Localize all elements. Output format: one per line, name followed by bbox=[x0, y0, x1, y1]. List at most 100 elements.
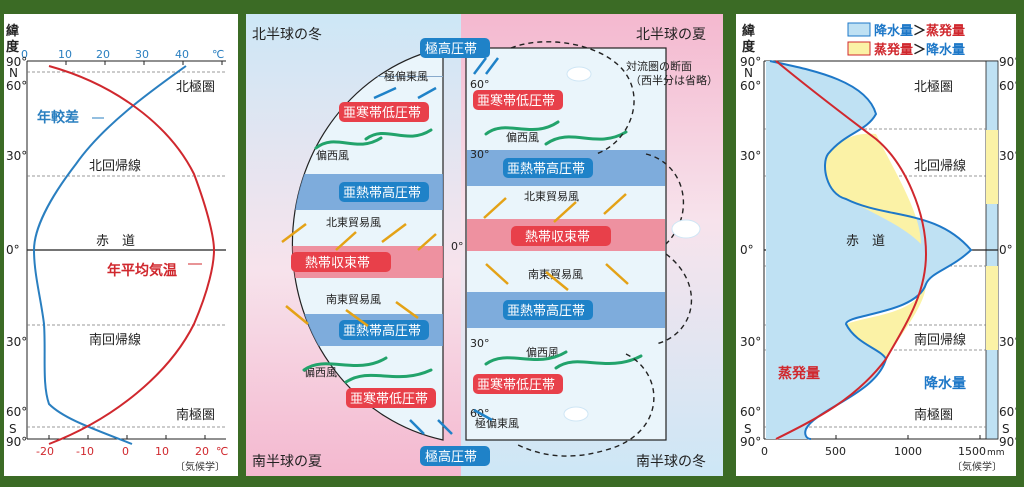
wind-polar-easterly-l: 極偏東風 bbox=[384, 69, 428, 83]
legend-swatch-precip bbox=[847, 22, 871, 37]
wind-ne-trade-r: 北東貿易風 bbox=[524, 190, 579, 203]
mid-lat-tick: 60° bbox=[470, 78, 490, 91]
top-unit: ℃ bbox=[212, 48, 224, 61]
belt-itcz-left: 熱帯収束帯 bbox=[305, 256, 370, 271]
belt-subtropical-high-l2: 亜熱帯高圧帯 bbox=[343, 323, 421, 339]
wind-westerly-r1: 偏西風 bbox=[506, 130, 539, 144]
bottom-tick: -20 bbox=[36, 445, 54, 458]
arctic-label: 北極圏 bbox=[176, 79, 215, 95]
lat-tick-l: 60° bbox=[740, 79, 761, 93]
belt-subpolar-low-l1: 亜寒帯低圧帯 bbox=[343, 105, 421, 121]
antarctic-label: 南極圏 bbox=[914, 407, 953, 423]
belt-subpolar-low-l2: 亜寒帯低圧帯 bbox=[350, 391, 428, 407]
equator-label: 赤 道 bbox=[96, 234, 135, 249]
wind-se-trade-r: 南東貿易風 bbox=[528, 268, 583, 281]
lat-tick-r: 0° bbox=[999, 243, 1013, 257]
lat-tick-s: S bbox=[744, 422, 752, 436]
bottom-tick: -10 bbox=[76, 445, 94, 458]
source-label: 〔気候学〕 bbox=[952, 460, 1002, 473]
belt-subpolar-low-r1: 亜寒帯低圧帯 bbox=[477, 93, 555, 109]
lat-title-1: 緯 bbox=[742, 23, 755, 39]
arctic-label: 北極圏 bbox=[914, 79, 953, 95]
top-tick: 30 bbox=[135, 48, 149, 61]
belt-subtropical-high-l1: 亜熱帯高圧帯 bbox=[343, 185, 421, 201]
lat-tick-l: 0° bbox=[740, 243, 754, 257]
lat-tick-r: 90° bbox=[999, 55, 1016, 69]
tropic-n-label: 北回帰線 bbox=[89, 158, 141, 174]
top-tick: 10 bbox=[58, 48, 72, 61]
lat-tick: 0° bbox=[6, 243, 20, 257]
sh-winter-title: 南半球の冬 bbox=[636, 454, 706, 470]
equator-label: 赤 道 bbox=[846, 234, 885, 249]
bottom-tick: 10 bbox=[155, 445, 169, 458]
belt-subtropical-high-r2: 亜熱帯高圧帯 bbox=[507, 303, 585, 319]
lat-tick-r: 90° bbox=[999, 435, 1016, 449]
temperature-panel: 緯 度 0 10 20 30 40 ℃ 90° N 60° 30° 0° 30°… bbox=[4, 14, 238, 476]
lat-tick-l: 90° bbox=[740, 55, 761, 69]
tropic-s-label: 南回帰線 bbox=[89, 332, 141, 348]
x-tick: 500 bbox=[825, 445, 846, 458]
tropic-n-label: 北回帰線 bbox=[914, 158, 966, 174]
evap-curve bbox=[775, 60, 928, 440]
x-unit: mm bbox=[987, 448, 1005, 458]
top-tick: 40 bbox=[175, 48, 189, 61]
belt-subpolar-low-r2: 亜寒帯低圧帯 bbox=[477, 377, 555, 393]
lat-tick-r: S bbox=[1002, 422, 1010, 436]
lat-tick: 60° bbox=[6, 79, 27, 93]
tropic-s-label: 南回帰線 bbox=[914, 332, 966, 348]
mid-lat-tick: 30° bbox=[470, 148, 490, 161]
mid-lat-tick: 30° bbox=[470, 337, 490, 350]
wind-se-trade-l: 南東貿易風 bbox=[326, 293, 381, 306]
source-label: 〔気候学〕 bbox=[175, 460, 225, 473]
x-tick: 1500 bbox=[958, 445, 986, 458]
legend-item-2: 蒸発量＞降水量 bbox=[874, 42, 965, 58]
lat-tick: 30° bbox=[6, 335, 27, 349]
wind-westerly-l1: 偏西風 bbox=[316, 148, 349, 162]
annual-range-curve bbox=[32, 65, 187, 445]
lat-tick-r: 30° bbox=[999, 335, 1016, 349]
mid-lat-tick: 0° bbox=[451, 240, 464, 253]
evap-label: 蒸発量 bbox=[778, 365, 820, 382]
annual-mean-label: 年平均気温 bbox=[107, 262, 177, 279]
bottom-unit: ℃ bbox=[216, 445, 228, 458]
lat-tick: S bbox=[9, 422, 17, 436]
x-tick: 0 bbox=[761, 445, 768, 458]
lat-tick: 60° bbox=[6, 405, 27, 419]
bottom-tick: 20 bbox=[195, 445, 209, 458]
lat-title-2: 度 bbox=[6, 39, 20, 55]
wind-polar-easterly-r: 極偏東風 bbox=[475, 416, 519, 430]
precip-label: 降水量 bbox=[924, 375, 966, 392]
section-note-2: （西半分は省略） bbox=[630, 73, 718, 87]
lat-tick-l: 90° bbox=[740, 435, 761, 449]
belt-polar-high-top: 極高圧帯 bbox=[425, 41, 477, 57]
lat-tick-l: 60° bbox=[740, 405, 761, 419]
bottom-tick: 0 bbox=[122, 445, 129, 458]
lat-tick: 90° bbox=[6, 55, 27, 69]
annual-mean-curve bbox=[48, 65, 216, 445]
top-tick: 20 bbox=[96, 48, 110, 61]
circulation-diagram: 北半球の冬 北半球の夏 南半球の夏 南半球の冬 対流圏の断面 （西半分は省略） … bbox=[246, 14, 723, 476]
lat-tick-n: N bbox=[744, 66, 753, 80]
wind-westerly-l2: 偏西風 bbox=[304, 365, 337, 379]
lat-tick-l: 30° bbox=[740, 335, 761, 349]
temperature-chart: 緯 度 0 10 20 30 40 ℃ 90° N 60° 30° 0° 30°… bbox=[6, 23, 228, 473]
lat-tick: 90° bbox=[6, 435, 27, 449]
lat-title-2: 度 bbox=[742, 39, 756, 55]
belt-itcz-right: 熱帯収束帯 bbox=[525, 230, 590, 245]
lat-title-1: 緯 bbox=[6, 23, 19, 39]
wind-westerly-r2: 偏西風 bbox=[526, 345, 559, 359]
lat-tick-r: 60° bbox=[999, 405, 1016, 419]
wind-ne-trade-l: 北東貿易風 bbox=[326, 216, 381, 229]
lat-tick-l: 30° bbox=[740, 149, 761, 163]
lat-tick-r: 30° bbox=[999, 149, 1016, 163]
top-tick: 0 bbox=[21, 48, 28, 61]
belt-polar-high-bottom: 極高圧帯 bbox=[425, 449, 477, 465]
precip-evap-chart: 緯 度 降水量＞蒸発量 蒸発量＞降水量 90° N 60° 30° 0° 30°… bbox=[740, 22, 1016, 473]
legend-swatch-evap bbox=[847, 41, 871, 56]
precip-evap-panel: 緯 度 降水量＞蒸発量 蒸発量＞降水量 90° N 60° 30° 0° 30°… bbox=[736, 14, 1016, 476]
lat-tick-r: 60° bbox=[999, 79, 1016, 93]
circulation-panel: 北半球の冬 北半球の夏 南半球の夏 南半球の冬 対流圏の断面 （西半分は省略） … bbox=[246, 14, 723, 476]
section-note: 対流圏の断面 bbox=[626, 59, 692, 73]
belt-subtropical-high-r1: 亜熱帯高圧帯 bbox=[507, 161, 585, 177]
nh-summer-title: 北半球の夏 bbox=[636, 27, 706, 43]
